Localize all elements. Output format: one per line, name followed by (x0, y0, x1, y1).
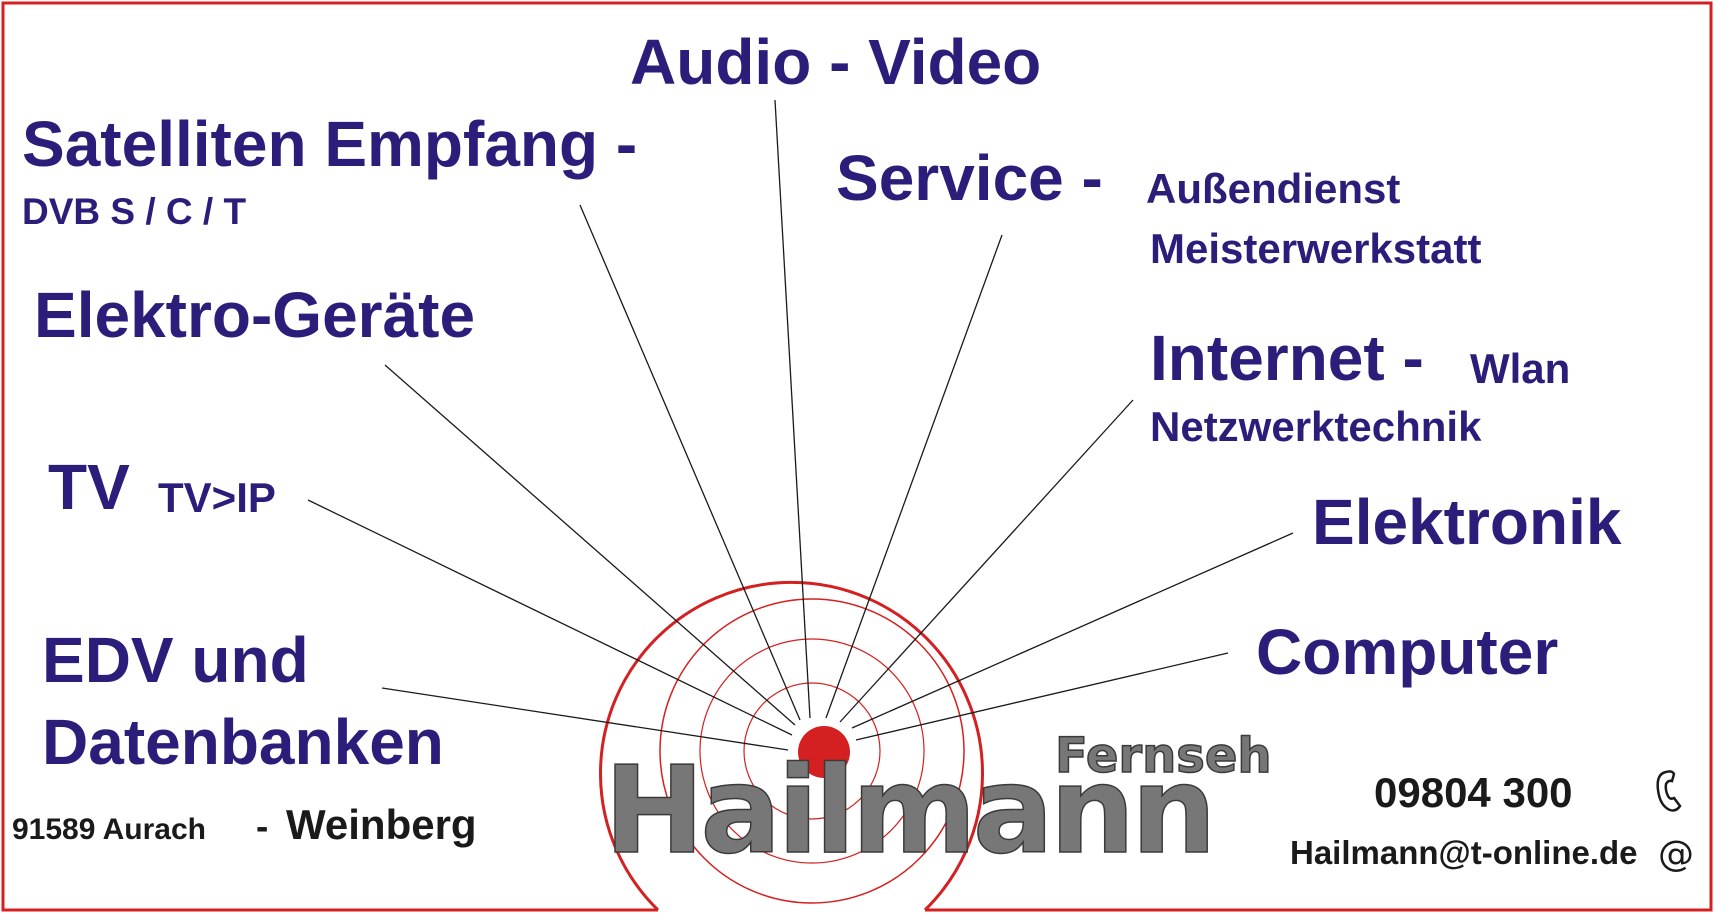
computer-label: Computer (1256, 616, 1559, 688)
tv-sub: TV>IP (158, 474, 276, 521)
connector-rays (307, 99, 1294, 751)
ray-elektro (384, 364, 796, 726)
svg-text:@: @ (1658, 834, 1694, 874)
email-address[interactable]: Hailmann@t-online.de (1290, 834, 1638, 871)
logo-hailmann: Hailmann (603, 742, 1217, 881)
service-title: Service - (836, 142, 1103, 214)
internet-title: Internet - (1150, 322, 1424, 394)
ray-edv (381, 687, 789, 751)
inner-circle (699, 638, 925, 864)
telephone-icon (1652, 766, 1696, 816)
service-sub-aussendienst: Außendienst (1146, 165, 1401, 212)
center-small-circle (743, 682, 881, 820)
tv-title: TV (48, 451, 130, 523)
outer-red-arc (599, 580, 984, 912)
edv-line2: Datenbanken (42, 706, 444, 778)
ray-satellite (579, 204, 801, 721)
ray-computer (855, 652, 1229, 741)
audio-video-label: Audio - Video (630, 26, 1042, 98)
at-sign-icon: @ (1656, 834, 1696, 875)
ray-audio-video (774, 99, 811, 719)
internet-sub-netzwerk: Netzwerktechnik (1150, 403, 1482, 450)
district-text: Weinberg (286, 801, 477, 848)
edv-line1: EDV und (42, 624, 309, 696)
center-red-dot (798, 726, 850, 778)
internet-sub-wlan: Wlan (1470, 345, 1571, 392)
middle-circle (659, 598, 965, 904)
ray-service (825, 234, 1003, 719)
satellite-sub: DVB S / C / T (22, 191, 247, 232)
ray-elektronik (851, 532, 1294, 729)
ray-tv (307, 499, 793, 736)
address-text: 91589 Aurach (12, 813, 207, 846)
elektronik-label: Elektronik (1312, 486, 1622, 558)
ray-internet (839, 399, 1134, 723)
satellite-title: Satelliten Empfang - (22, 108, 638, 180)
phone-number[interactable]: 09804 300 (1374, 769, 1573, 816)
district-separator: - (256, 806, 269, 847)
elektro-label: Elektro-Geräte (34, 279, 476, 351)
logo-fernseh: Fernseh (1054, 728, 1272, 784)
service-sub-meisterwerkstatt: Meisterwerkstatt (1150, 225, 1482, 272)
